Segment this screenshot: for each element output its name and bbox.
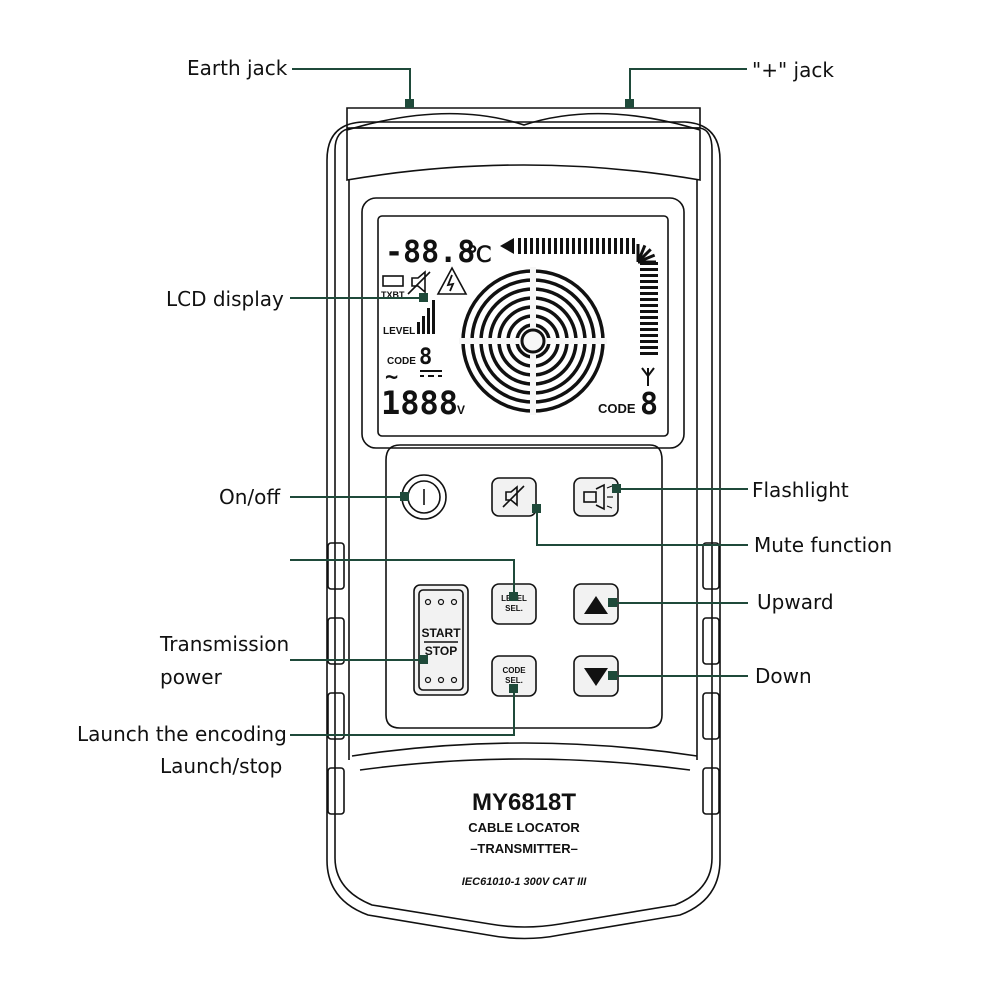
label-transmission-2: power	[160, 665, 223, 689]
lcd-code-digit-right: 8	[640, 387, 658, 422]
arrow-bar-segment	[614, 238, 617, 254]
arrow-bar-segment	[578, 238, 581, 254]
lcd-level-label: LEVEL	[383, 326, 415, 337]
arrow-bar-segment	[584, 238, 587, 254]
arrow-bar-segment	[640, 334, 658, 337]
arrow-bar-segment	[572, 238, 575, 254]
arrow-bar-segment	[596, 238, 599, 254]
lcd-dc-symbol	[420, 370, 442, 377]
arrow-bar-segment	[640, 310, 658, 313]
lcd-signal-arrow	[500, 238, 658, 355]
label-transmission-1: Transmission	[159, 632, 289, 656]
product-line-1: CABLE LOCATOR	[468, 820, 580, 835]
arrow-bar-segment	[640, 286, 658, 289]
target-center	[520, 328, 546, 354]
product-line-2: –TRANSMITTER–	[470, 841, 578, 856]
arrow-bar-segment	[608, 238, 611, 254]
arrow-bar-segment	[640, 274, 658, 277]
label-upward: Upward	[757, 590, 834, 614]
arrow-bar-segment	[602, 238, 605, 254]
label-flashlight: Flashlight	[752, 478, 849, 502]
label-on-off: On/off	[219, 485, 281, 509]
arrow-bar-segment	[640, 322, 658, 325]
arrow-bar-segment	[640, 280, 658, 283]
arrow-bar-segment	[640, 298, 658, 301]
antenna-icon	[641, 367, 655, 386]
device-body	[326, 107, 721, 940]
arrow-bar-segment	[640, 268, 658, 271]
left-grips	[327, 542, 345, 815]
lcd-ac-symbol: ~	[385, 365, 398, 390]
down-button[interactable]	[573, 655, 619, 697]
arrow-bar-segment	[640, 352, 658, 355]
arrow-up-icon	[584, 596, 608, 614]
lcd-level-bars	[417, 300, 435, 334]
model-name: MY6818T	[472, 789, 576, 816]
arrow-bar-segment	[524, 238, 527, 254]
arrow-bar-segment	[548, 238, 551, 254]
arrow-bar-segment	[566, 238, 569, 254]
lcd-target-rings	[459, 267, 607, 415]
label-plus-jack: "+" jack	[752, 58, 834, 82]
arrow-bar-segment	[640, 292, 658, 295]
arrow-down-icon	[584, 668, 608, 686]
up-button[interactable]	[573, 583, 619, 625]
lcd-temperature: -88.8	[385, 235, 475, 270]
label-earth-jack: Earth jack	[187, 56, 288, 80]
lcd-txbt: TXBT	[381, 290, 405, 300]
arrow-bar-segment	[640, 328, 658, 331]
code-sel-label-1: CODE	[502, 666, 526, 675]
label-down: Down	[755, 664, 812, 688]
lcd-temperature-unit: ℃	[467, 243, 492, 268]
arrow-bar-segment	[560, 238, 563, 254]
arrow-bar-segment	[640, 346, 658, 349]
callout-leaders	[290, 68, 748, 736]
label-launch-encoding: Launch the encoding	[77, 722, 287, 746]
label-launch-stop: Launch/stop	[160, 754, 282, 778]
lcd-voltage: 1888	[381, 384, 458, 422]
flashlight-icon	[583, 483, 613, 511]
arrow-bar-segment	[518, 238, 521, 254]
stop-label: STOP	[425, 644, 457, 658]
label-lcd-display: LCD display	[166, 287, 284, 311]
arrow-bar-segment	[554, 238, 557, 254]
arrow-bar-segment	[640, 340, 658, 343]
arrow-bar-segment	[530, 238, 533, 254]
callout-labels: Earth jack "+" jack LCD display On/off F…	[77, 56, 892, 778]
standard-rating: IEC61010-1 300V CAT III	[462, 876, 587, 888]
battery-icon	[382, 275, 404, 287]
arrow-bar-segment	[632, 238, 635, 254]
lcd-display: -88.8 ℃ TXBT LEVEL CODE 8 ~	[361, 197, 685, 449]
arrow-bar-segment	[536, 238, 539, 254]
arrow-bar-segment	[640, 316, 658, 319]
lcd-voltage-unit: V	[457, 403, 465, 417]
lcd-code-digit-left: 8	[419, 345, 432, 370]
device-branding: MY6818T CABLE LOCATOR –TRANSMITTER– IEC6…	[462, 789, 587, 888]
mute-icon	[502, 485, 525, 508]
code-sel-label-2: SEL.	[505, 676, 523, 685]
arrow-bar-segment	[542, 238, 545, 254]
arrow-bar-segment	[626, 238, 629, 254]
level-sel-label-2: SEL.	[505, 604, 523, 613]
lcd-mute-icon	[407, 270, 431, 295]
right-grips	[702, 542, 720, 815]
start-label: START	[421, 626, 461, 640]
arrow-bar-segment	[640, 304, 658, 307]
arrow-bar-segment	[620, 238, 623, 254]
label-mute-function: Mute function	[754, 533, 892, 557]
lcd-code-label-right: CODE	[598, 401, 636, 416]
lcd-warning-icon	[436, 266, 468, 295]
arrow-bar-segment	[590, 238, 593, 254]
mute-button[interactable]	[491, 477, 537, 517]
lcd-code-label-left: CODE	[387, 356, 416, 367]
flashlight-button[interactable]	[573, 477, 619, 517]
start-stop-button[interactable]: START STOP	[413, 584, 469, 696]
